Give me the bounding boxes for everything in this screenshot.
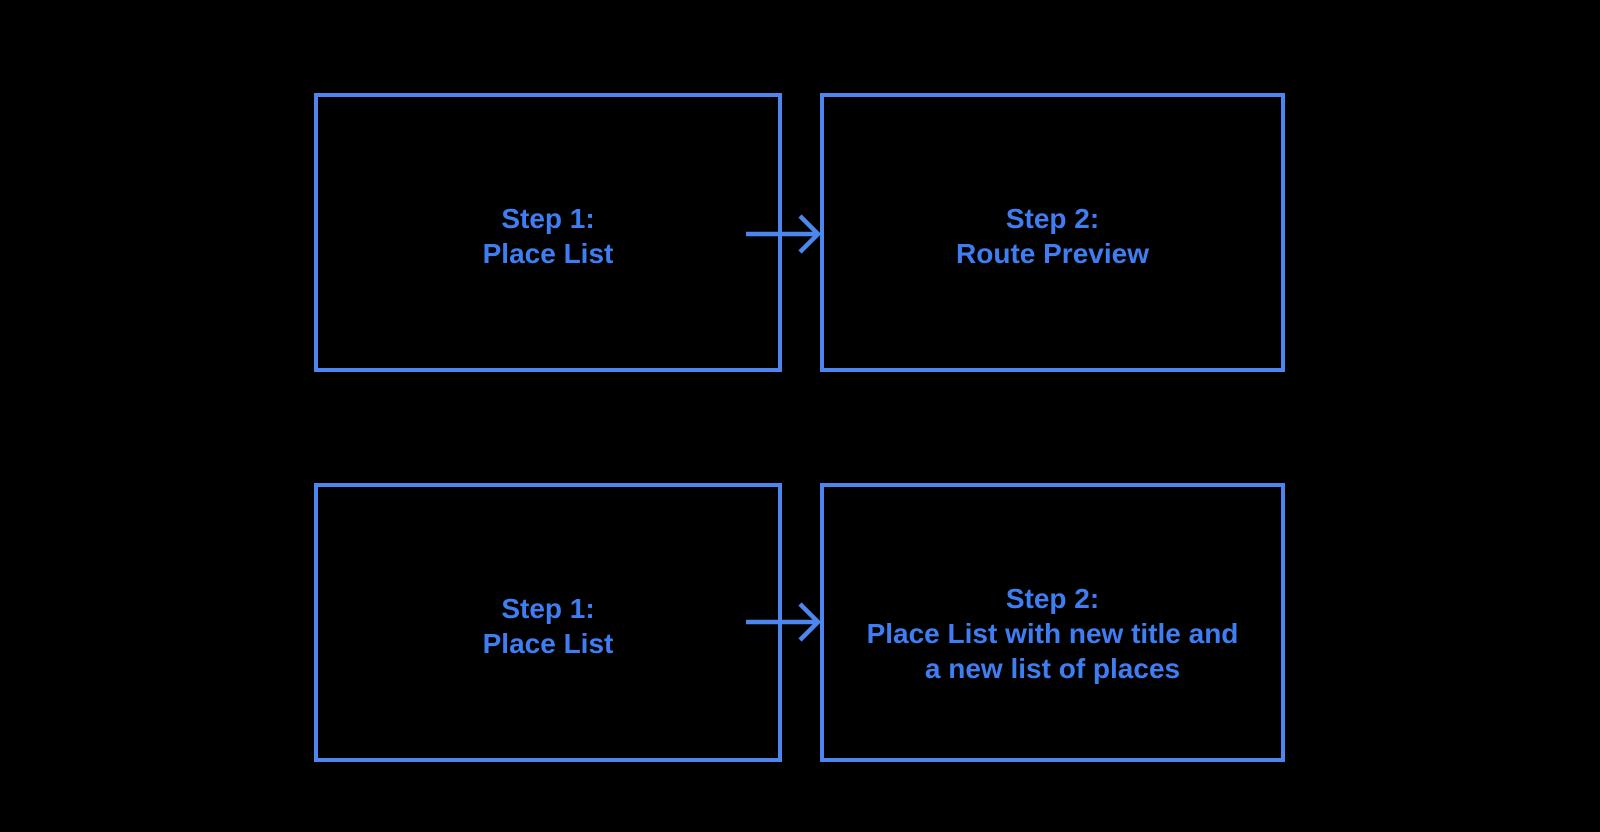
flow-node-row2-step2: Step 2: Place List with new title and a … (820, 483, 1285, 762)
flow-node-label-line: Place List (482, 237, 614, 269)
flow-node-label-line: Place List (482, 627, 614, 659)
flow-node-row1-step1: Step 1: Place List (314, 93, 782, 372)
flow-node-label-line: a new list of places (924, 653, 1181, 684)
flow-node-label-line: Step 2: (1005, 202, 1100, 234)
flow-node-row2-step1: Step 1: Place List (314, 483, 782, 762)
flow-node-row1-step2: Step 2: Route Preview (820, 93, 1285, 372)
flow-node-label-line: Step 1: (501, 202, 595, 234)
flow-node-label: Step 1: Place List (318, 201, 778, 271)
flow-node-label: Step 2: Route Preview (824, 201, 1281, 271)
flow-node-label-line: Step 2: (1005, 583, 1100, 614)
flow-node-label: Step 2: Place List with new title and a … (824, 581, 1281, 686)
flow-node-label-line: Step 1: (501, 592, 595, 624)
flow-node-label: Step 1: Place List (318, 591, 778, 661)
flow-node-label-line: Place List with new title and (866, 618, 1239, 649)
flow-node-label-line: Route Preview (956, 237, 1149, 269)
